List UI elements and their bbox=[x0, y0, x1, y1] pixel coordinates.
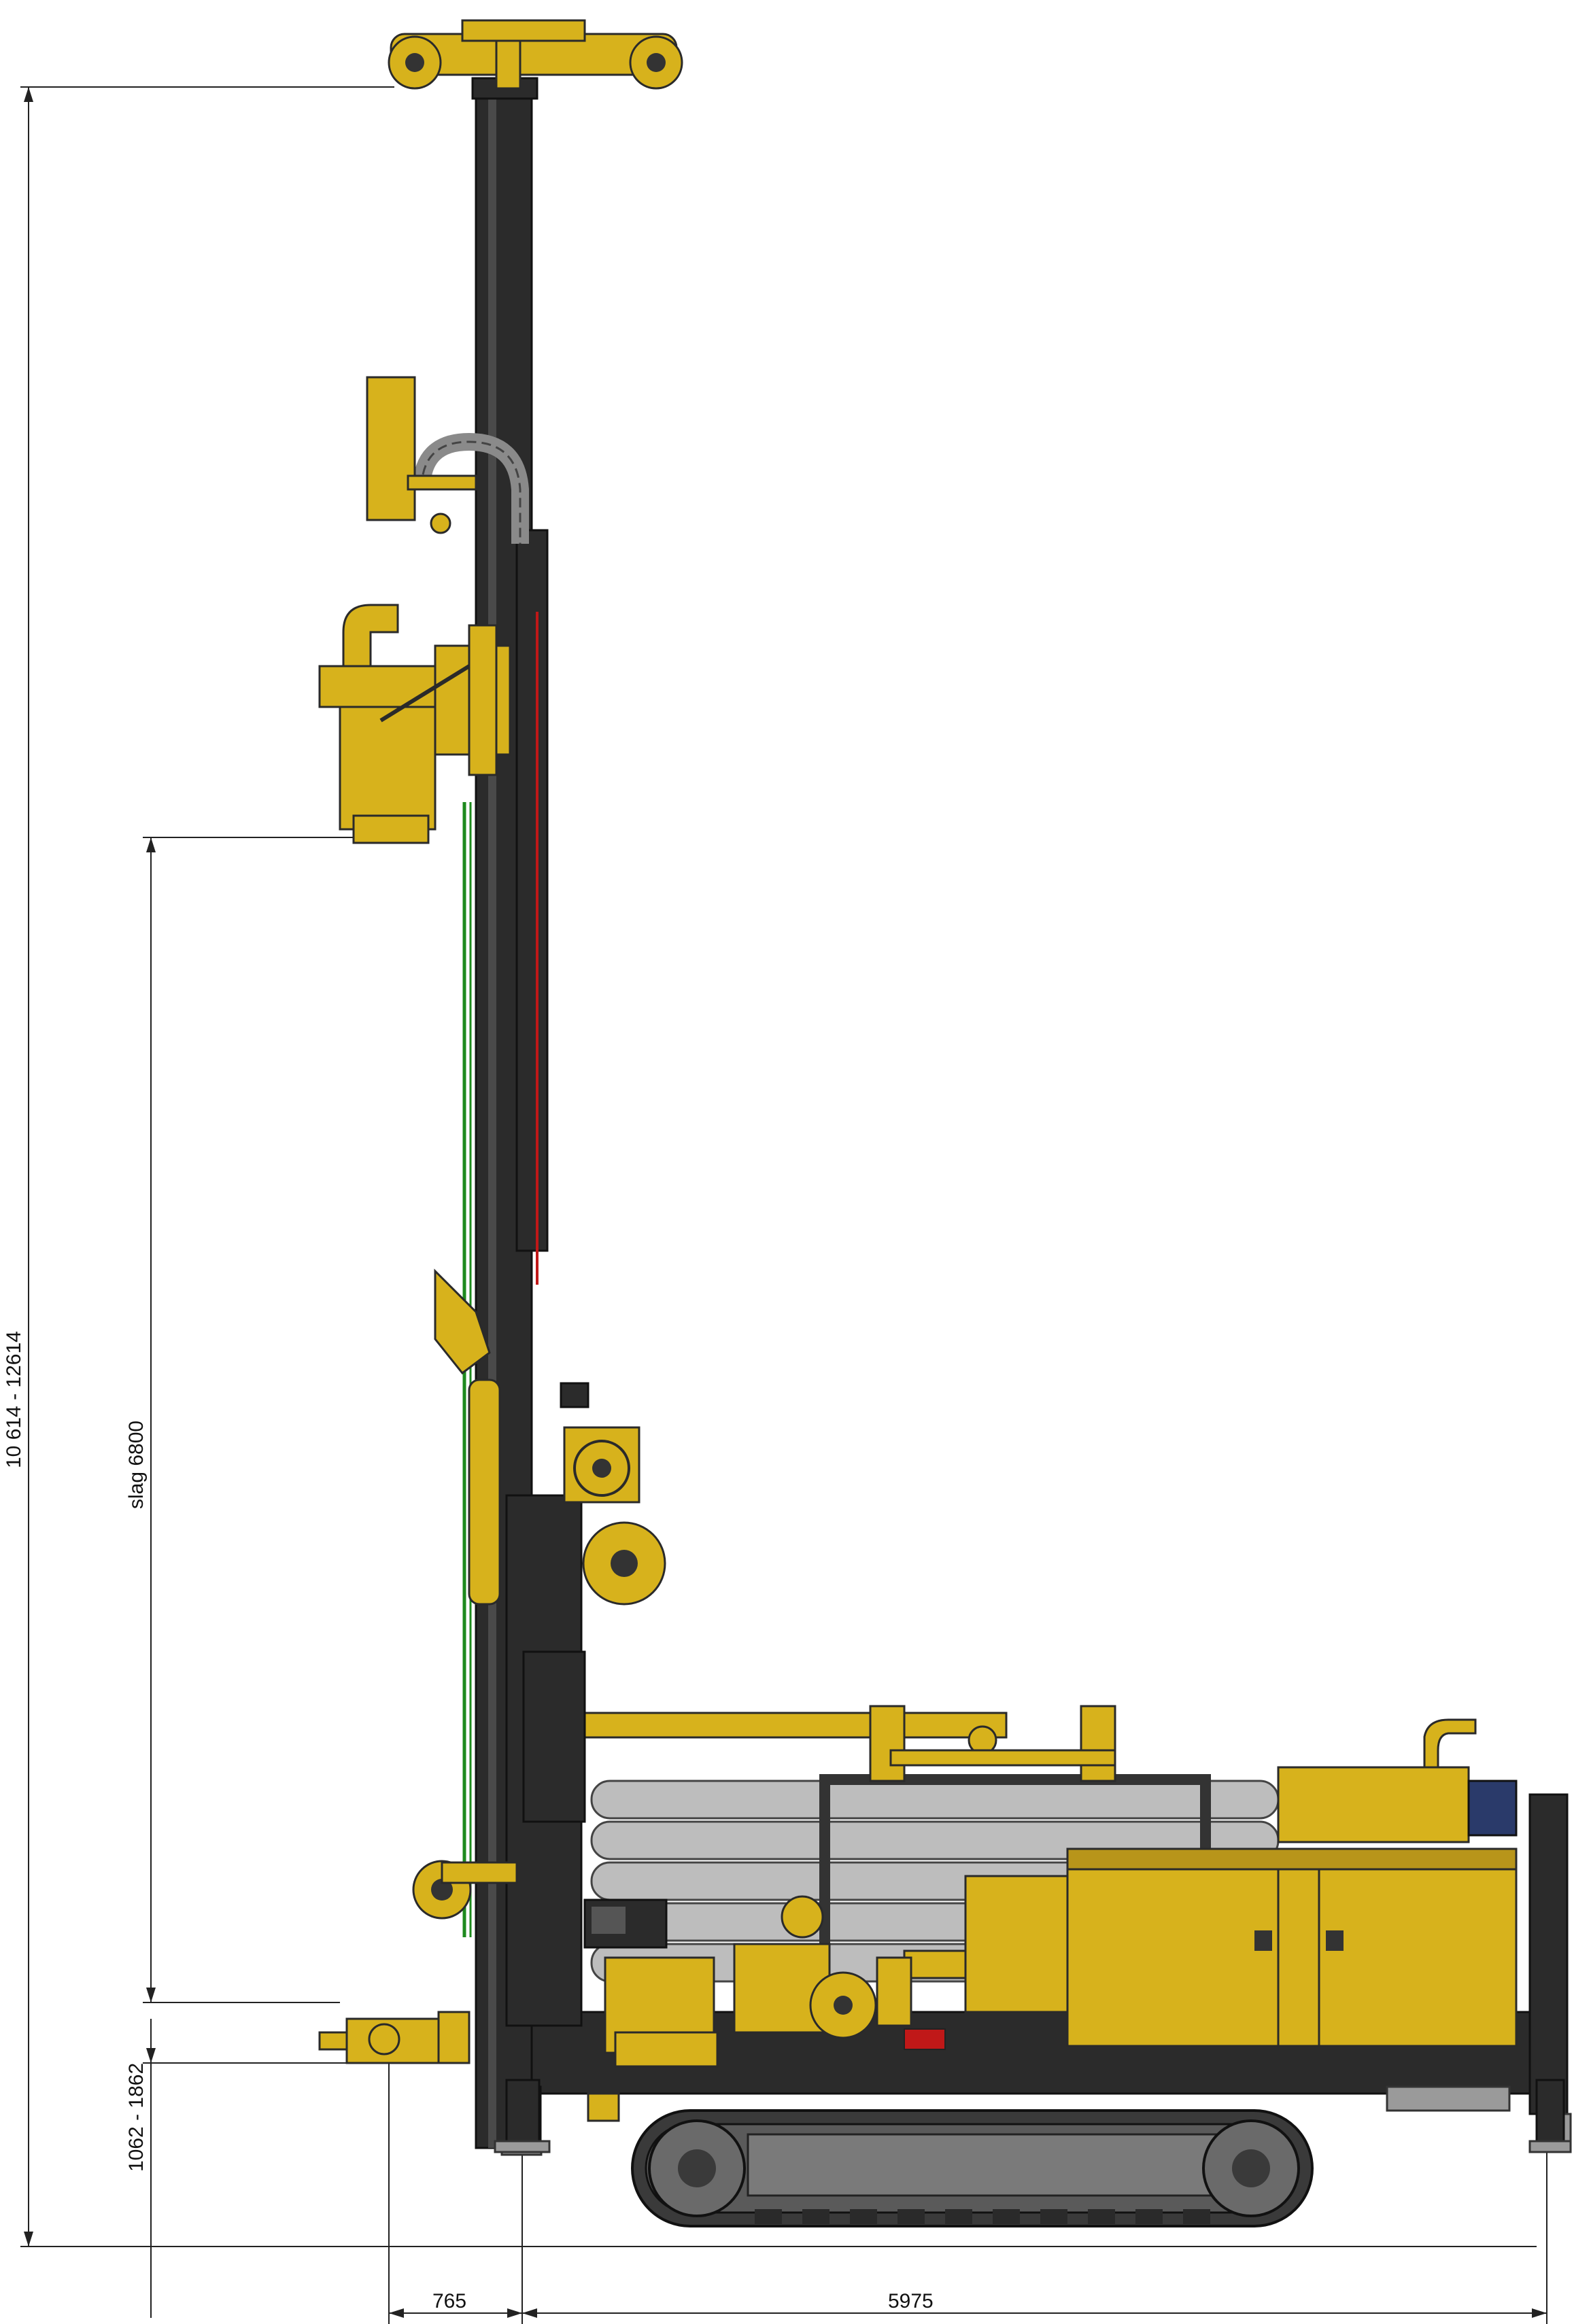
mast-rod-holder bbox=[434, 1268, 501, 1606]
side-winches bbox=[560, 1382, 666, 1606]
stabilizer-jacks bbox=[494, 2079, 1572, 2153]
cable-carrier bbox=[366, 376, 529, 544]
engine-housing bbox=[903, 1718, 1518, 2047]
track-length-dimension-label: 5975 bbox=[888, 2290, 934, 2312]
foot-clamp bbox=[318, 1860, 518, 2064]
crawler-track bbox=[631, 2109, 1314, 2227]
overhang-dimension-label: 765 bbox=[432, 2290, 466, 2312]
dimension-lines bbox=[20, 86, 1547, 2324]
ground-clearance-dimension-label: 1062 - 1862 bbox=[125, 2063, 148, 2172]
rotary-head bbox=[318, 604, 511, 844]
mud-pump-assembly bbox=[583, 1895, 946, 2068]
total-height-dimension-label: 10 614 - 12614 bbox=[3, 1331, 25, 1468]
drill-mast bbox=[462, 77, 586, 2149]
rod-handler-arm bbox=[583, 1705, 1116, 1782]
stroke-dimension-label: slag 6800 bbox=[125, 1421, 148, 1509]
mast-crown-block bbox=[388, 19, 683, 90]
